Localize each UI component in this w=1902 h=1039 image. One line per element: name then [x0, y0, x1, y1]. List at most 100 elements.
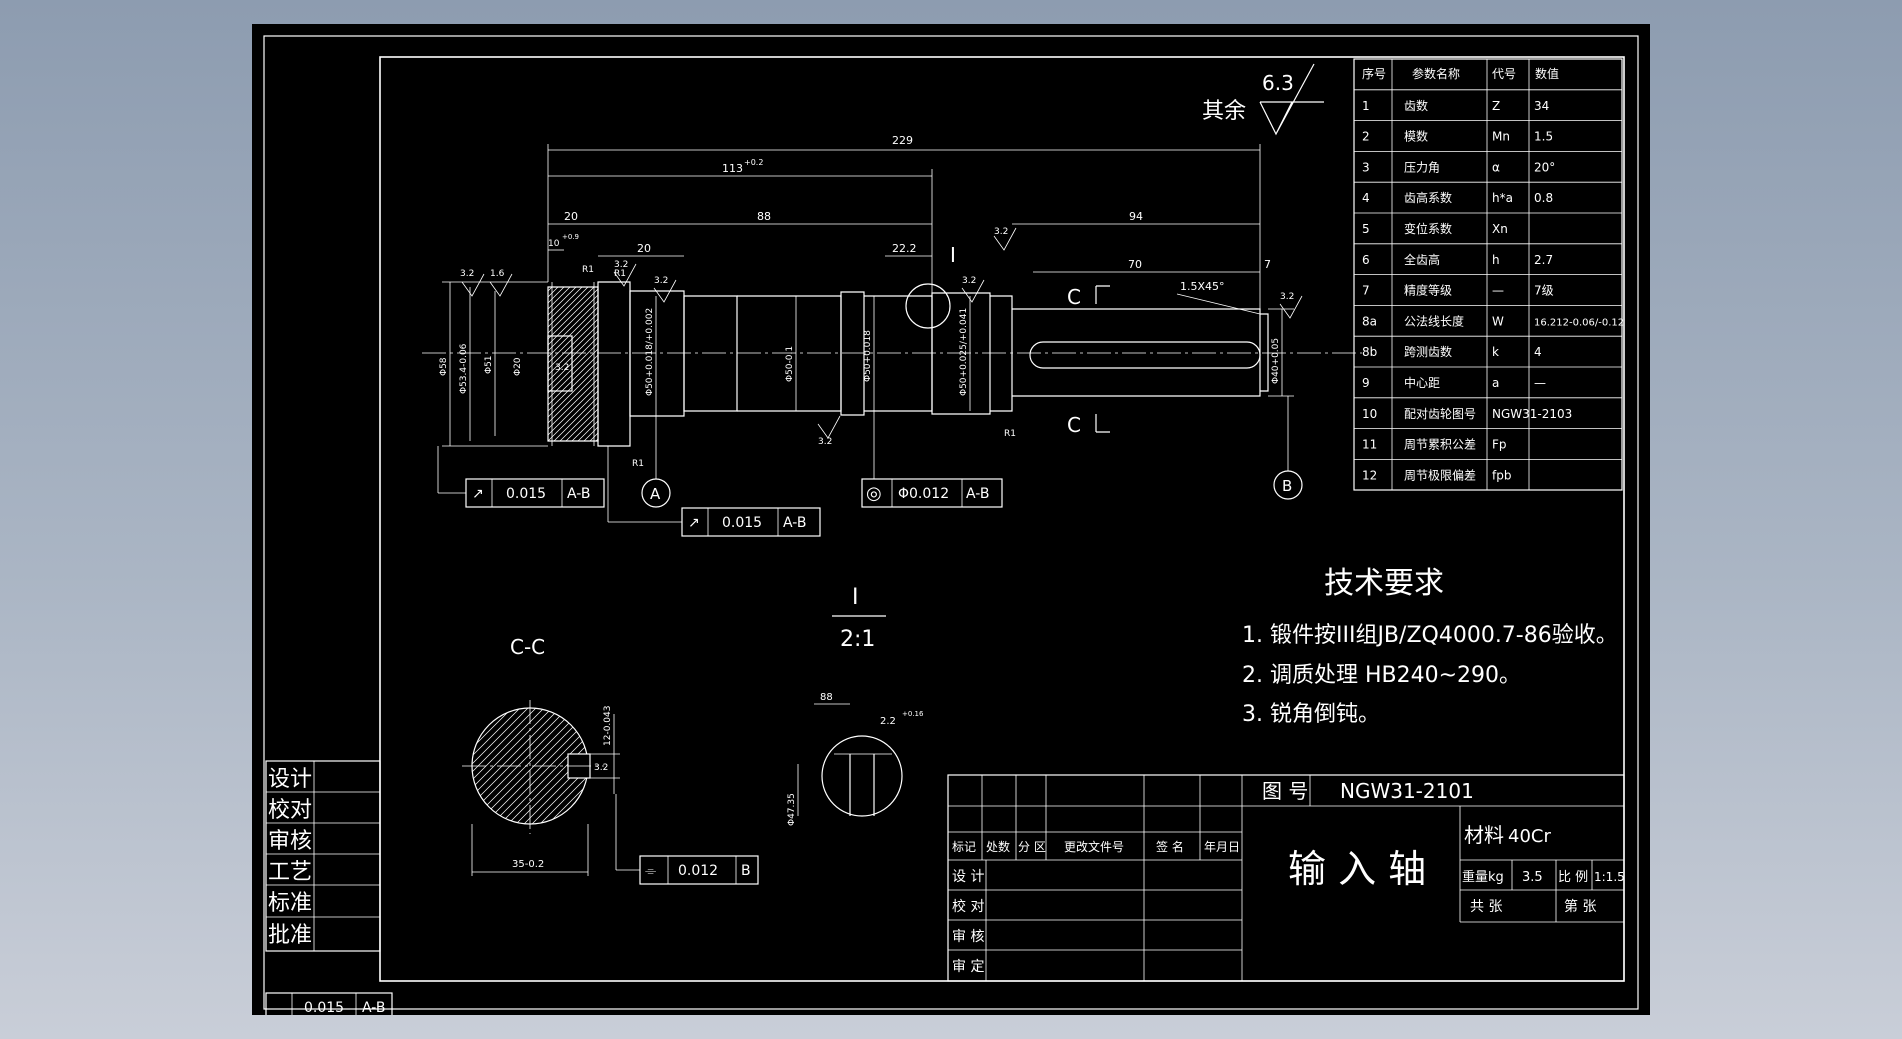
hatch-line [548, 287, 598, 441]
roughness-symbol: 其余 6.3 [1202, 63, 1324, 136]
signer-design: 设 计 [952, 869, 984, 885]
hatch-line [548, 287, 589, 441]
gdt-runout-2-sym: ↗ [688, 515, 700, 531]
param-header-value: 数值 [1535, 66, 1559, 81]
detail-i: I 2:1 88 2.2 +0.16 Φ47.35 [787, 585, 924, 826]
param-cell: 16.212-0.06/-0.12 [1534, 317, 1624, 328]
hatch-line [260, 287, 414, 441]
hatch-line [324, 708, 440, 824]
detail-i-d22-tol: +0.16 [902, 710, 924, 718]
hatch-line [472, 708, 473, 824]
hatch-line [380, 287, 534, 441]
section-cc-d12: 12-0.043 [603, 706, 613, 746]
section-mark-c-bottom: C [1067, 413, 1081, 437]
rev-header-count: 处数 [986, 839, 1010, 854]
hatch-line [548, 287, 598, 441]
param-cell: Xn [1492, 222, 1508, 236]
gdt-coax-value: Φ0.012 [898, 486, 949, 502]
hatch-line [652, 708, 768, 824]
detail-i-d22: 2.2 [880, 716, 896, 727]
gdt-sym-datum: B [741, 863, 751, 879]
weight-value: 3.5 [1522, 870, 1543, 885]
tech-requirements: 技术要求 1. 锻件按III组JB/ZQ4000.7-86验收。 2. 调质处理… [1242, 566, 1618, 727]
part-name: 输 入 轴 [1288, 847, 1426, 891]
rev-header-date: 年月日 [1204, 840, 1240, 854]
dim-10: 10 [548, 239, 560, 249]
hatch-line [704, 287, 858, 441]
section-hatch-left [254, 287, 954, 441]
hatch-line [348, 708, 464, 824]
param-cell: Z [1492, 99, 1500, 113]
hatch-line [577, 287, 598, 441]
hatch-line [548, 287, 598, 441]
hatch-line [548, 287, 598, 441]
hatch-line [724, 708, 840, 824]
param-cell: 34 [1534, 99, 1549, 113]
detail-i-d88: 88 [820, 692, 833, 703]
hatch-line [758, 287, 912, 441]
hatch-line [548, 287, 598, 441]
hatch-line [548, 287, 598, 441]
gdt-coax-sym: ◎ [866, 483, 882, 504]
datum-a: A [641, 411, 671, 508]
section-cc-label: C-C [510, 635, 545, 659]
param-cell: 模数 [1404, 129, 1428, 144]
dim-94: 94 [1129, 210, 1143, 223]
hatch-line [547, 708, 588, 824]
dim-113: 113 [722, 162, 743, 175]
hatch-line [638, 287, 792, 441]
param-cell: 1.5 [1534, 130, 1553, 144]
hatch-line [668, 708, 784, 824]
bottom-partial-frame: 0.015 A-B [265, 992, 393, 1015]
datum-b-label: B [1282, 477, 1292, 495]
sheet-outer-border [263, 35, 1639, 1010]
param-cell: 8a [1362, 314, 1377, 328]
hatch-line [548, 287, 598, 441]
param-header-code: 代号 [1492, 67, 1516, 81]
hatch-line [320, 287, 474, 441]
hatch-line [650, 287, 804, 441]
scale-label: 比 例 [1558, 870, 1588, 885]
hatch-line [680, 287, 834, 441]
param-cell: α [1492, 160, 1500, 174]
hatch-line [548, 287, 583, 441]
hatch-line [548, 287, 598, 441]
gdt-runout-2: ↗ 0.015 A-B [607, 446, 821, 537]
dim-22: 22.2 [892, 242, 917, 255]
weight-label: 重量kg [1462, 869, 1504, 885]
hatch-line [596, 708, 712, 824]
roughness-mark-9: 3.2 [555, 363, 569, 373]
hatch-line [716, 708, 832, 824]
hatch-line [612, 708, 728, 824]
hatch-line [296, 287, 450, 441]
param-cell: 公法线长度 [1404, 313, 1464, 328]
hatch-line [660, 708, 776, 824]
param-cell: NGW31-2103 [1492, 407, 1572, 421]
sheet-number: 第 张 [1564, 898, 1596, 915]
radius-labels: R1 R1 R1 R1 [582, 265, 1016, 469]
dim-70: 70 [1128, 258, 1142, 271]
gdt-runout-2-datum: A-B [783, 515, 806, 531]
radius-r1-d: R1 [614, 269, 626, 279]
tech-req-item-3: 3. 锐角倒钝。 [1242, 702, 1380, 727]
bottom-partial-value: 0.015 [304, 1000, 344, 1015]
hatch-line [800, 287, 954, 441]
dim-7: 7 [1264, 258, 1271, 271]
hatch-line [589, 287, 598, 441]
dim-d58: Φ58 [439, 357, 449, 376]
param-cell: 12 [1362, 468, 1377, 482]
hatch-line [548, 287, 559, 441]
gdt-runout-1-datum: A-B [567, 486, 590, 502]
param-cell: 8b [1362, 345, 1377, 359]
hatch-line [254, 287, 408, 441]
dim-d50b: Φ50-0.1 [785, 346, 795, 382]
param-cell: 齿高系数 [1404, 190, 1452, 205]
hatch-line [548, 287, 598, 441]
param-cell: 2.7 [1534, 253, 1553, 267]
param-cell: 7 [1362, 284, 1370, 298]
sheets-total: 共 张 [1470, 899, 1502, 915]
stamp-approve: 批准 [268, 923, 312, 948]
rev-header-mark: 标记 [952, 840, 976, 854]
